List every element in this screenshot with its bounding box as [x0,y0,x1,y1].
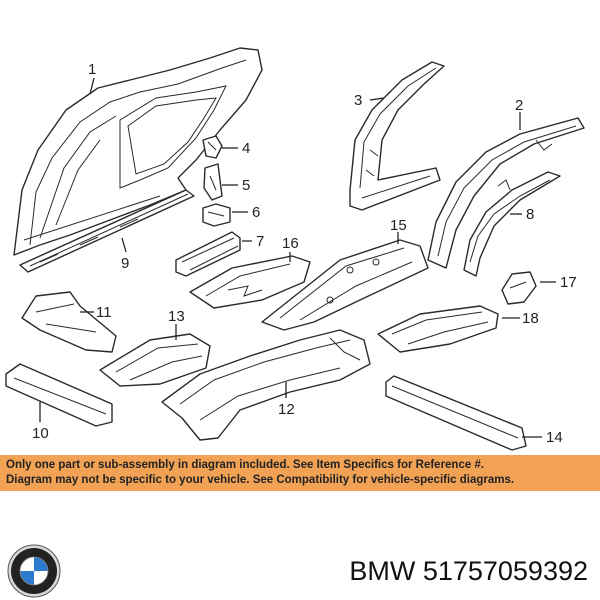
part-5-bracket [203,163,223,201]
callout-14: 14 [546,429,563,446]
part-3-a-pillar [349,61,445,211]
callout-11: 11 [96,304,112,321]
callout-12: 12 [278,401,295,418]
part-13-floor-section [99,333,211,387]
bmw-roundel-logo-icon [7,544,61,598]
callout-17: 17 [560,274,577,291]
part-6-bracket [202,203,231,227]
callout-5: 5 [242,177,250,194]
part-15-floor-panel [261,239,429,331]
part-11-front-crossmember [21,291,117,353]
callout-10: 10 [32,425,49,442]
callout-9: 9 [121,255,129,272]
brand-part-number: BMW 51757059392 [349,556,588,587]
callout-13: 13 [168,308,185,325]
part-10-rocker-panel [5,363,113,427]
part-18-rear-floor [377,305,499,353]
notice-line-1: Only one part or sub-assembly in diagram… [6,459,485,471]
callout-4: 4 [242,140,250,157]
part-9-side-sill [19,189,195,273]
callout-7: 7 [256,233,264,250]
leader-lines [39,77,556,438]
part-14-side-rail [385,375,527,451]
brand-name: BMW [349,556,416,586]
compatibility-notice-banner: Only one part or sub-assembly in diagram… [0,455,600,491]
part-2-roof-arch [427,117,585,269]
part-16-floor-panel [189,255,311,309]
callout-3: 3 [354,92,362,109]
notice-line-2: Diagram may not be specific to your vehi… [6,474,515,486]
callout-1: 1 [88,61,96,78]
parts-diagram: 1 2 3 4 5 6 7 8 9 10 11 12 13 14 15 16 1… [5,47,585,451]
callout-2: 2 [515,97,523,114]
callout-15: 15 [390,217,407,234]
part-4-bracket [202,135,223,159]
part-12-main-floor [161,329,371,441]
callout-6: 6 [252,204,260,221]
part-number: 51757059392 [422,556,588,586]
callout-16: 16 [282,235,299,252]
part-8-inner-pillar [463,171,561,277]
part-1-body-side-frame [13,47,263,256]
part-17-bracket [501,271,537,305]
callout-8: 8 [526,206,534,223]
callout-18: 18 [522,310,539,327]
part-7-crossmember [175,231,241,277]
